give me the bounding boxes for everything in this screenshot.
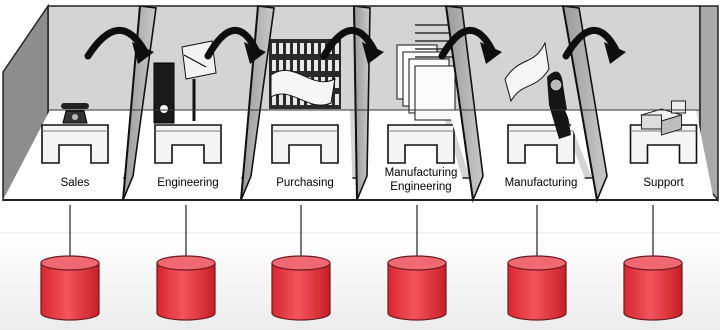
database-2 xyxy=(156,205,216,321)
arrow-head xyxy=(480,42,502,64)
arrow-head xyxy=(362,42,384,64)
database-6 xyxy=(623,205,683,321)
database-top xyxy=(271,255,331,271)
department-label: Support xyxy=(643,177,684,189)
arrow-shaft xyxy=(84,27,148,60)
flow-arrow-3 xyxy=(320,27,384,64)
room-2: Engineering xyxy=(127,40,254,200)
database-body xyxy=(156,262,216,321)
databases xyxy=(40,205,683,321)
department-label: Sales xyxy=(61,177,90,189)
desk xyxy=(154,124,222,164)
department-label-line2: Engineering xyxy=(390,181,451,193)
arrow-shaft xyxy=(204,27,260,60)
flow-arrow-5 xyxy=(562,27,626,64)
telephone-icon xyxy=(61,103,89,124)
wall-edge xyxy=(240,5,259,201)
flow-arrow-4 xyxy=(438,27,502,64)
desk xyxy=(507,124,575,164)
desk xyxy=(387,124,455,164)
desk xyxy=(629,124,698,164)
database-1 xyxy=(40,205,100,321)
department-label: Manufacturing xyxy=(505,177,578,189)
partition-wall-2 xyxy=(240,5,275,201)
arrow-head xyxy=(132,42,154,64)
database-band xyxy=(0,233,720,330)
desk xyxy=(41,124,109,164)
wall-edge xyxy=(562,5,598,201)
machine-icon xyxy=(504,41,571,139)
room-5: Manufacturing xyxy=(448,41,593,200)
wall-edge xyxy=(353,5,358,201)
database-body xyxy=(387,262,447,321)
database-body xyxy=(271,262,331,321)
department-label: Engineering xyxy=(157,177,218,189)
database-top xyxy=(623,255,683,271)
database-top xyxy=(507,255,567,271)
database-4 xyxy=(387,205,447,321)
boxes-icon xyxy=(639,100,686,136)
database-top xyxy=(40,255,100,271)
department-label: Purchasing xyxy=(276,177,334,189)
department-label: Manufacturing xyxy=(385,167,458,179)
database-body xyxy=(507,262,567,321)
arrow-shaft xyxy=(438,27,496,60)
arrow-head xyxy=(244,42,266,64)
flow-arrow-2 xyxy=(204,27,266,64)
database-top xyxy=(387,255,447,271)
desk xyxy=(271,124,339,164)
drafting-table-icon xyxy=(153,40,217,124)
database-top xyxy=(156,255,216,271)
arrow-shaft xyxy=(320,27,378,60)
database-3 xyxy=(271,205,331,321)
room-1: Sales xyxy=(3,103,136,200)
arrow-head xyxy=(604,42,626,64)
database-body xyxy=(40,262,100,321)
partition-wall-5 xyxy=(562,5,608,203)
arrow-shaft xyxy=(562,27,620,60)
database-body xyxy=(623,262,683,321)
flow-arrow-1 xyxy=(84,27,154,64)
database-5 xyxy=(507,205,567,321)
